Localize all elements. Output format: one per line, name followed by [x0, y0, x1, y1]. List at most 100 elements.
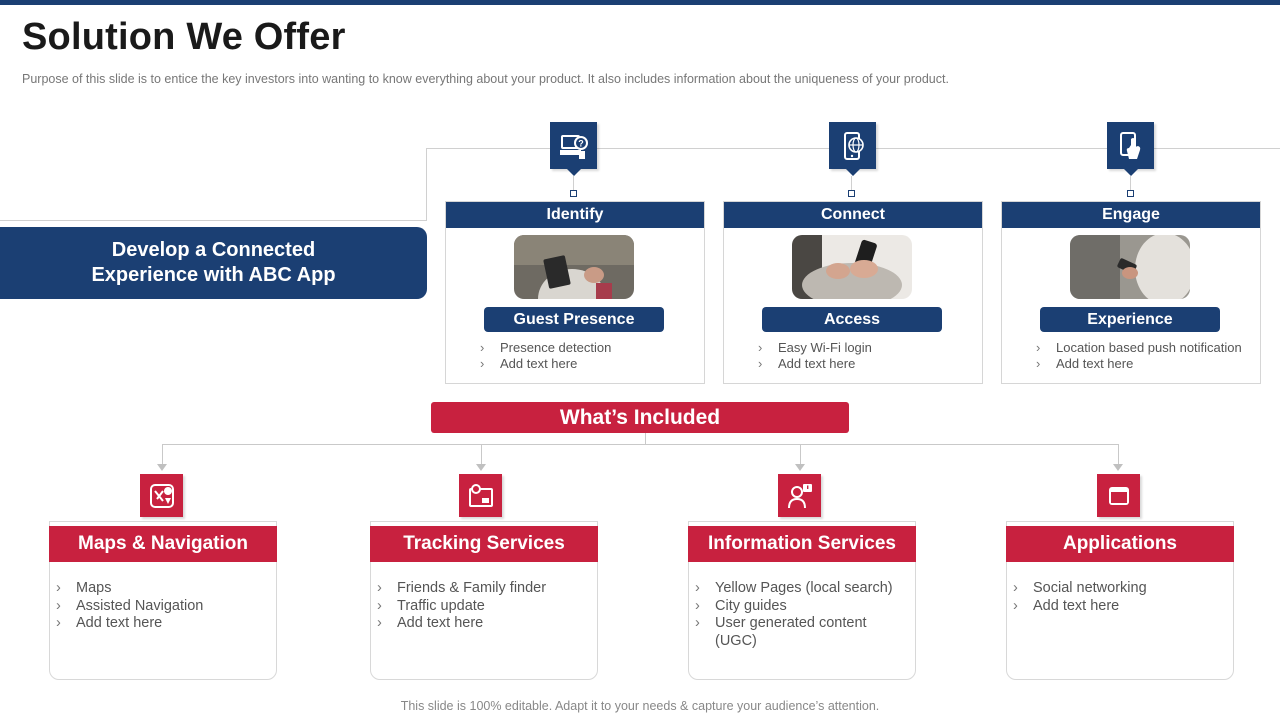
svg-text:?: ? [578, 138, 584, 148]
engage-card: Engage Experience ›Location based push n… [1001, 201, 1261, 384]
list-item: ›Location based push notification [1036, 340, 1242, 355]
connector-line [1130, 176, 1131, 192]
access-photo [792, 235, 912, 299]
experience-pill: Experience [1040, 307, 1220, 332]
chevron-right-icon: › [1036, 340, 1041, 355]
connector-line [0, 220, 427, 221]
list-item: ›Yellow Pages (local search) [695, 580, 893, 596]
chevron-right-icon: › [758, 340, 763, 355]
information-icon-box [778, 474, 821, 517]
tracking-services-card: Tracking Services ›Friends & Family find… [370, 521, 598, 680]
identify-bullet-list: ›Presence detection ›Add text here [480, 340, 611, 372]
connector-line [645, 433, 646, 444]
hero-line-1: Develop a Connected [111, 239, 316, 261]
experience-photo [1070, 235, 1190, 299]
card-header: Information Services [688, 526, 916, 562]
phone-globe-icon [843, 131, 864, 160]
card-header: Maps & Navigation [49, 526, 277, 562]
map-pin-icon [149, 483, 174, 508]
connector-line [800, 444, 801, 464]
arrow-down-icon [476, 464, 486, 471]
footer-note: This slide is 100% editable. Adapt it to… [400, 699, 880, 713]
applications-bullet-list: ›Social networking ›Add text here [1013, 580, 1147, 615]
tracking-bullet-list: ›Friends & Family finder ›Traffic update… [377, 580, 546, 633]
chevron-right-icon: › [695, 597, 700, 614]
list-item: ›City guides [695, 597, 787, 614]
maps-bullet-list: ›Maps ›Assisted Navigation ›Add text her… [56, 580, 203, 633]
arrow-down-icon [1113, 464, 1123, 471]
list-item: ›Add text here [1013, 597, 1120, 614]
chevron-right-icon: › [695, 615, 700, 631]
page-title: Solution We Offer [22, 16, 346, 58]
arrow-down-icon [157, 464, 167, 471]
question-screen-icon: ? [559, 134, 588, 159]
chevron-right-icon: › [56, 597, 61, 614]
maps-icon-box [140, 474, 183, 517]
connector-line [573, 176, 574, 192]
chevron-right-icon: › [1013, 580, 1018, 596]
information-services-card: Information Services ›Yellow Pages (loca… [688, 521, 916, 680]
info-person-icon [787, 483, 812, 508]
top-accent-bar [0, 0, 1280, 5]
tracking-icon [468, 483, 493, 507]
connector-line [162, 444, 1119, 445]
whats-included-banner: What’s Included [431, 402, 849, 433]
phone-tap-icon [1119, 131, 1140, 159]
maps-navigation-card: Maps & Navigation ›Maps ›Assisted Naviga… [49, 521, 277, 680]
guest-photo [514, 235, 634, 299]
engage-bullet-list: ›Location based push notification ›Add t… [1036, 340, 1242, 372]
list-item: ›Add text here [480, 356, 578, 371]
connect-bullet-list: ›Easy Wi-Fi login ›Add text here [758, 340, 872, 372]
card-header: Engage [1002, 202, 1260, 228]
hero-line-2: Experience with ABC App [91, 264, 336, 286]
list-item-continuation: (UGC) [715, 632, 757, 649]
chevron-right-icon: › [377, 615, 382, 631]
list-item: ›Maps [56, 580, 112, 596]
card-header: Tracking Services [370, 526, 598, 562]
list-item: ›Social networking [1013, 580, 1147, 596]
tracking-icon-box [459, 474, 502, 517]
connector-line [162, 444, 163, 464]
connector-line [426, 148, 427, 221]
chevron-right-icon: › [758, 356, 763, 371]
connect-card: Connect Access ›Easy Wi-Fi login ›Add te… [723, 201, 983, 384]
chevron-right-icon: › [480, 356, 485, 371]
list-item: ›Traffic update [377, 597, 485, 614]
applications-icon-box [1097, 474, 1140, 517]
list-item: ›Add text here [377, 615, 484, 631]
hero-banner: Develop a Connected Experience with ABC … [0, 227, 427, 299]
list-item: ›Presence detection [480, 340, 612, 355]
list-item: ›Add text here [56, 615, 163, 631]
arrow-down-icon [795, 464, 805, 471]
chevron-right-icon: › [1036, 356, 1041, 371]
engage-icon-box [1107, 122, 1154, 176]
connect-icon-box [829, 122, 876, 176]
connector-node [848, 190, 855, 197]
identify-card: Identify Guest Presence ›Presence detect… [445, 201, 705, 384]
list-item: ›Add text here [1036, 356, 1134, 371]
guest-presence-pill: Guest Presence [484, 307, 664, 332]
list-item: ›Assisted Navigation [56, 597, 204, 614]
list-item: ›Easy Wi-Fi login [758, 340, 872, 355]
connector-node [570, 190, 577, 197]
list-item: ›Add text here [758, 356, 856, 371]
card-header: Applications [1006, 526, 1234, 562]
card-header: Identify [446, 202, 704, 228]
connector-node [1127, 190, 1134, 197]
connector-line [851, 176, 852, 192]
chevron-right-icon: › [56, 615, 61, 631]
chevron-right-icon: › [377, 597, 382, 614]
card-header: Connect [724, 202, 982, 228]
connector-line [1118, 444, 1119, 464]
access-pill: Access [762, 307, 942, 332]
page-subtitle: Purpose of this slide is to entice the k… [22, 72, 949, 86]
list-item: ›Friends & Family finder [377, 580, 547, 596]
chevron-right-icon: › [1013, 597, 1018, 614]
applications-card: Applications ›Social networking ›Add tex… [1006, 521, 1234, 680]
list-item: ›User generated content [695, 615, 867, 631]
chevron-right-icon: › [56, 580, 61, 596]
chevron-right-icon: › [695, 580, 700, 596]
app-window-icon [1108, 486, 1129, 505]
connector-line [481, 444, 482, 464]
information-bullet-list: ›Yellow Pages (local search) ›City guide… [695, 580, 893, 650]
